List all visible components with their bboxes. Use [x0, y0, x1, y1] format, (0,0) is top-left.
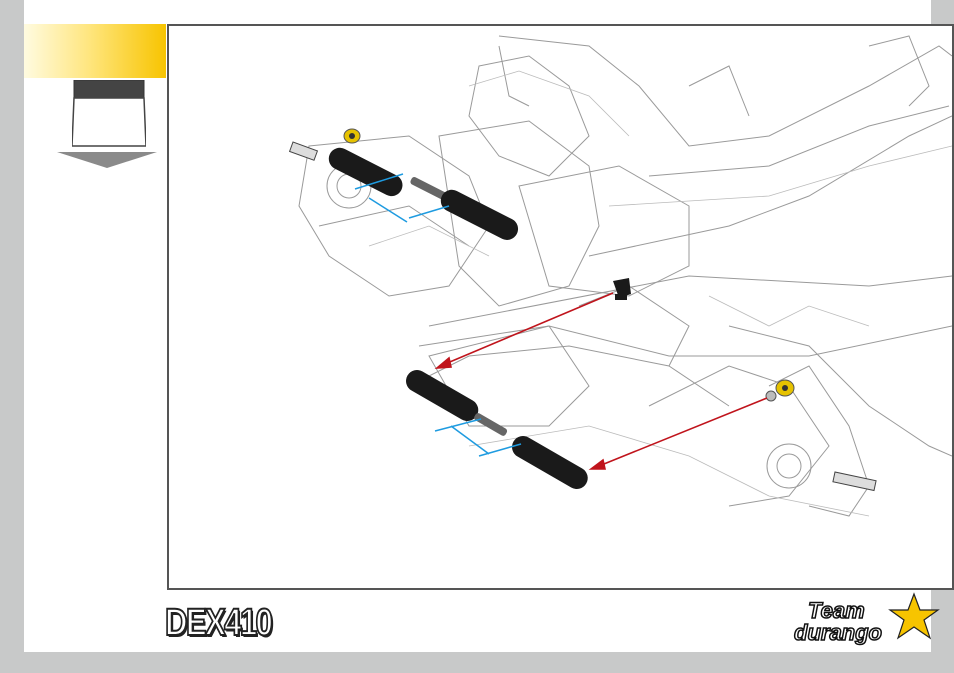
ball-stud-right	[766, 380, 794, 401]
down-arrow-icon	[57, 150, 157, 170]
ball-stud-upper	[344, 129, 360, 143]
ball-end-black	[613, 278, 631, 300]
assembly-drawing	[169, 26, 952, 588]
manual-page: DEX410 Team durango	[24, 0, 931, 652]
team-logo-line2: durango	[794, 620, 882, 645]
parts-box-icon	[72, 80, 146, 148]
step-number-tab	[24, 24, 166, 78]
upper-turnbuckle	[325, 144, 522, 244]
install-arrows	[437, 293, 767, 469]
dex410-logo: DEX410	[165, 603, 271, 643]
lower-turnbuckle	[402, 366, 592, 493]
team-durango-logo: Team durango	[792, 592, 952, 650]
assembly-illustration-frame	[167, 24, 954, 590]
